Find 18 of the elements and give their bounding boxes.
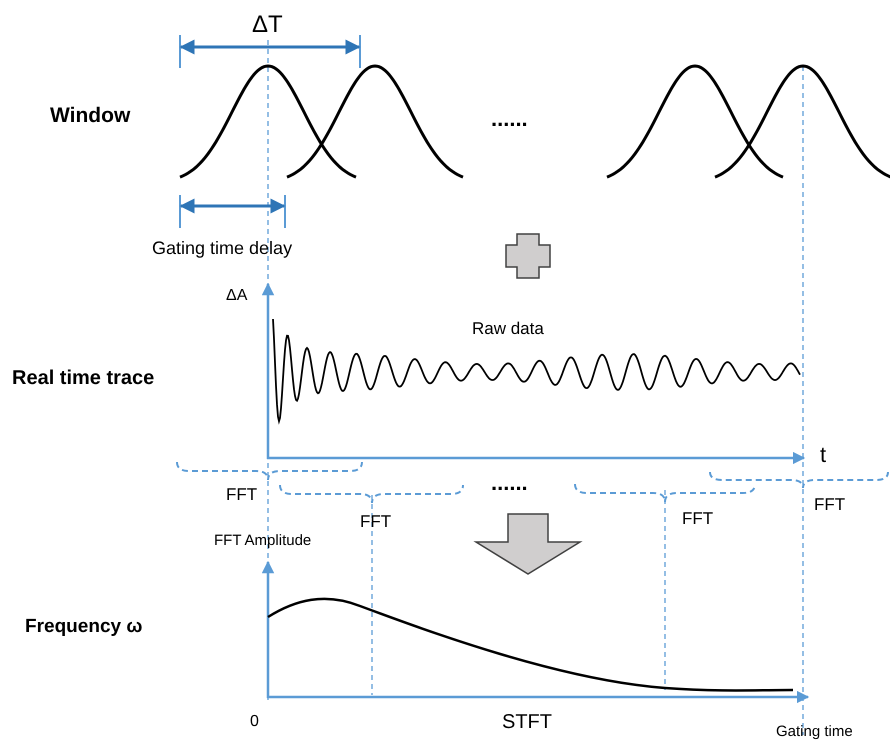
ellipsis: ......	[491, 471, 528, 496]
bracket-label: FFT	[360, 513, 392, 532]
axis-label: ΔA	[226, 287, 248, 305]
axis-label: STFT	[502, 711, 552, 733]
ellipsis: ......	[491, 107, 528, 132]
axis-label: 0	[250, 713, 259, 731]
axis-label: Gating time	[776, 724, 853, 740]
trace-label: Raw data	[472, 320, 544, 339]
row-label: Real time trace	[12, 367, 154, 389]
bracket-label: FFT	[682, 510, 714, 529]
dimension-label: Gating time delay	[152, 239, 292, 259]
row-label: Window	[50, 104, 130, 128]
row-label: Frequency ω	[25, 617, 142, 638]
dimension-label: ΔT	[252, 12, 283, 38]
bracket-label: FFT	[226, 486, 258, 505]
axis-label: t	[820, 443, 826, 468]
bracket-label: FFT	[814, 496, 846, 515]
axis-label: FFT Amplitude	[214, 533, 312, 550]
